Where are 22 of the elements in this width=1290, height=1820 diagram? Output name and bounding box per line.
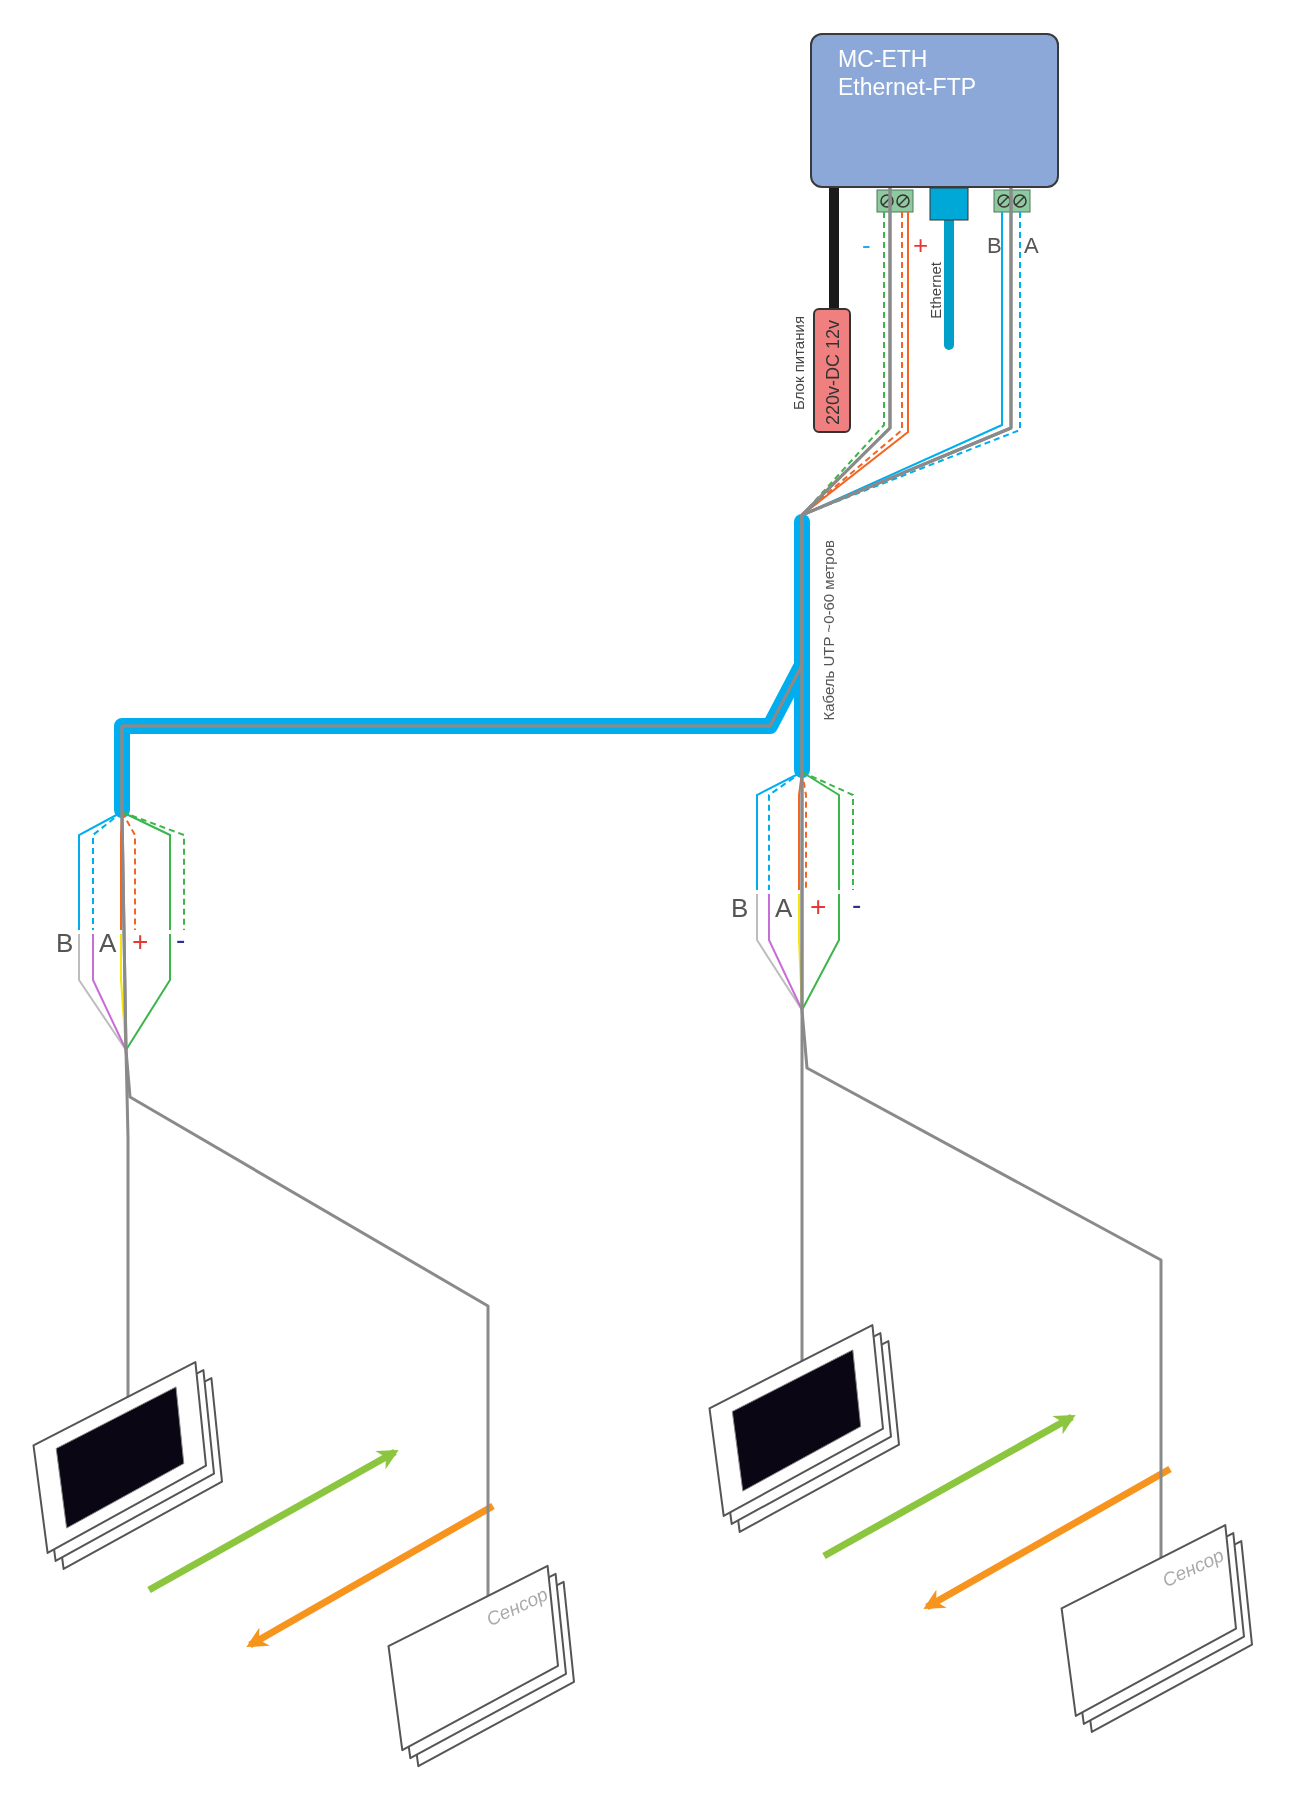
wire-label: - bbox=[176, 926, 186, 954]
terminal-label: + bbox=[913, 232, 929, 258]
wire-label: A bbox=[775, 895, 793, 921]
cable-label: Кабель UTP ~0-60 метров bbox=[821, 540, 836, 721]
terminal-label: - bbox=[862, 232, 871, 258]
wire-label: + bbox=[132, 928, 149, 956]
controller-box bbox=[810, 33, 1059, 188]
device-title: MC-ETH Ethernet-FTP bbox=[838, 45, 978, 101]
cable-label: Ethernet bbox=[928, 262, 943, 319]
wire-label: B bbox=[56, 930, 74, 956]
wire-label: + bbox=[810, 893, 827, 921]
cable bbox=[800, 188, 1163, 1558]
terminal-label: B bbox=[987, 235, 1002, 257]
wire-label: B bbox=[731, 895, 749, 921]
terminal-label: A bbox=[1024, 235, 1039, 257]
wire-label: - bbox=[852, 891, 862, 919]
power-supply-label: Блок питания bbox=[791, 316, 806, 410]
cable bbox=[800, 188, 892, 1361]
voltage-label: 220v-DC 12v bbox=[823, 320, 844, 426]
wire-label: A bbox=[99, 930, 117, 956]
cable bbox=[829, 188, 839, 308]
power-supply-box bbox=[813, 308, 851, 433]
